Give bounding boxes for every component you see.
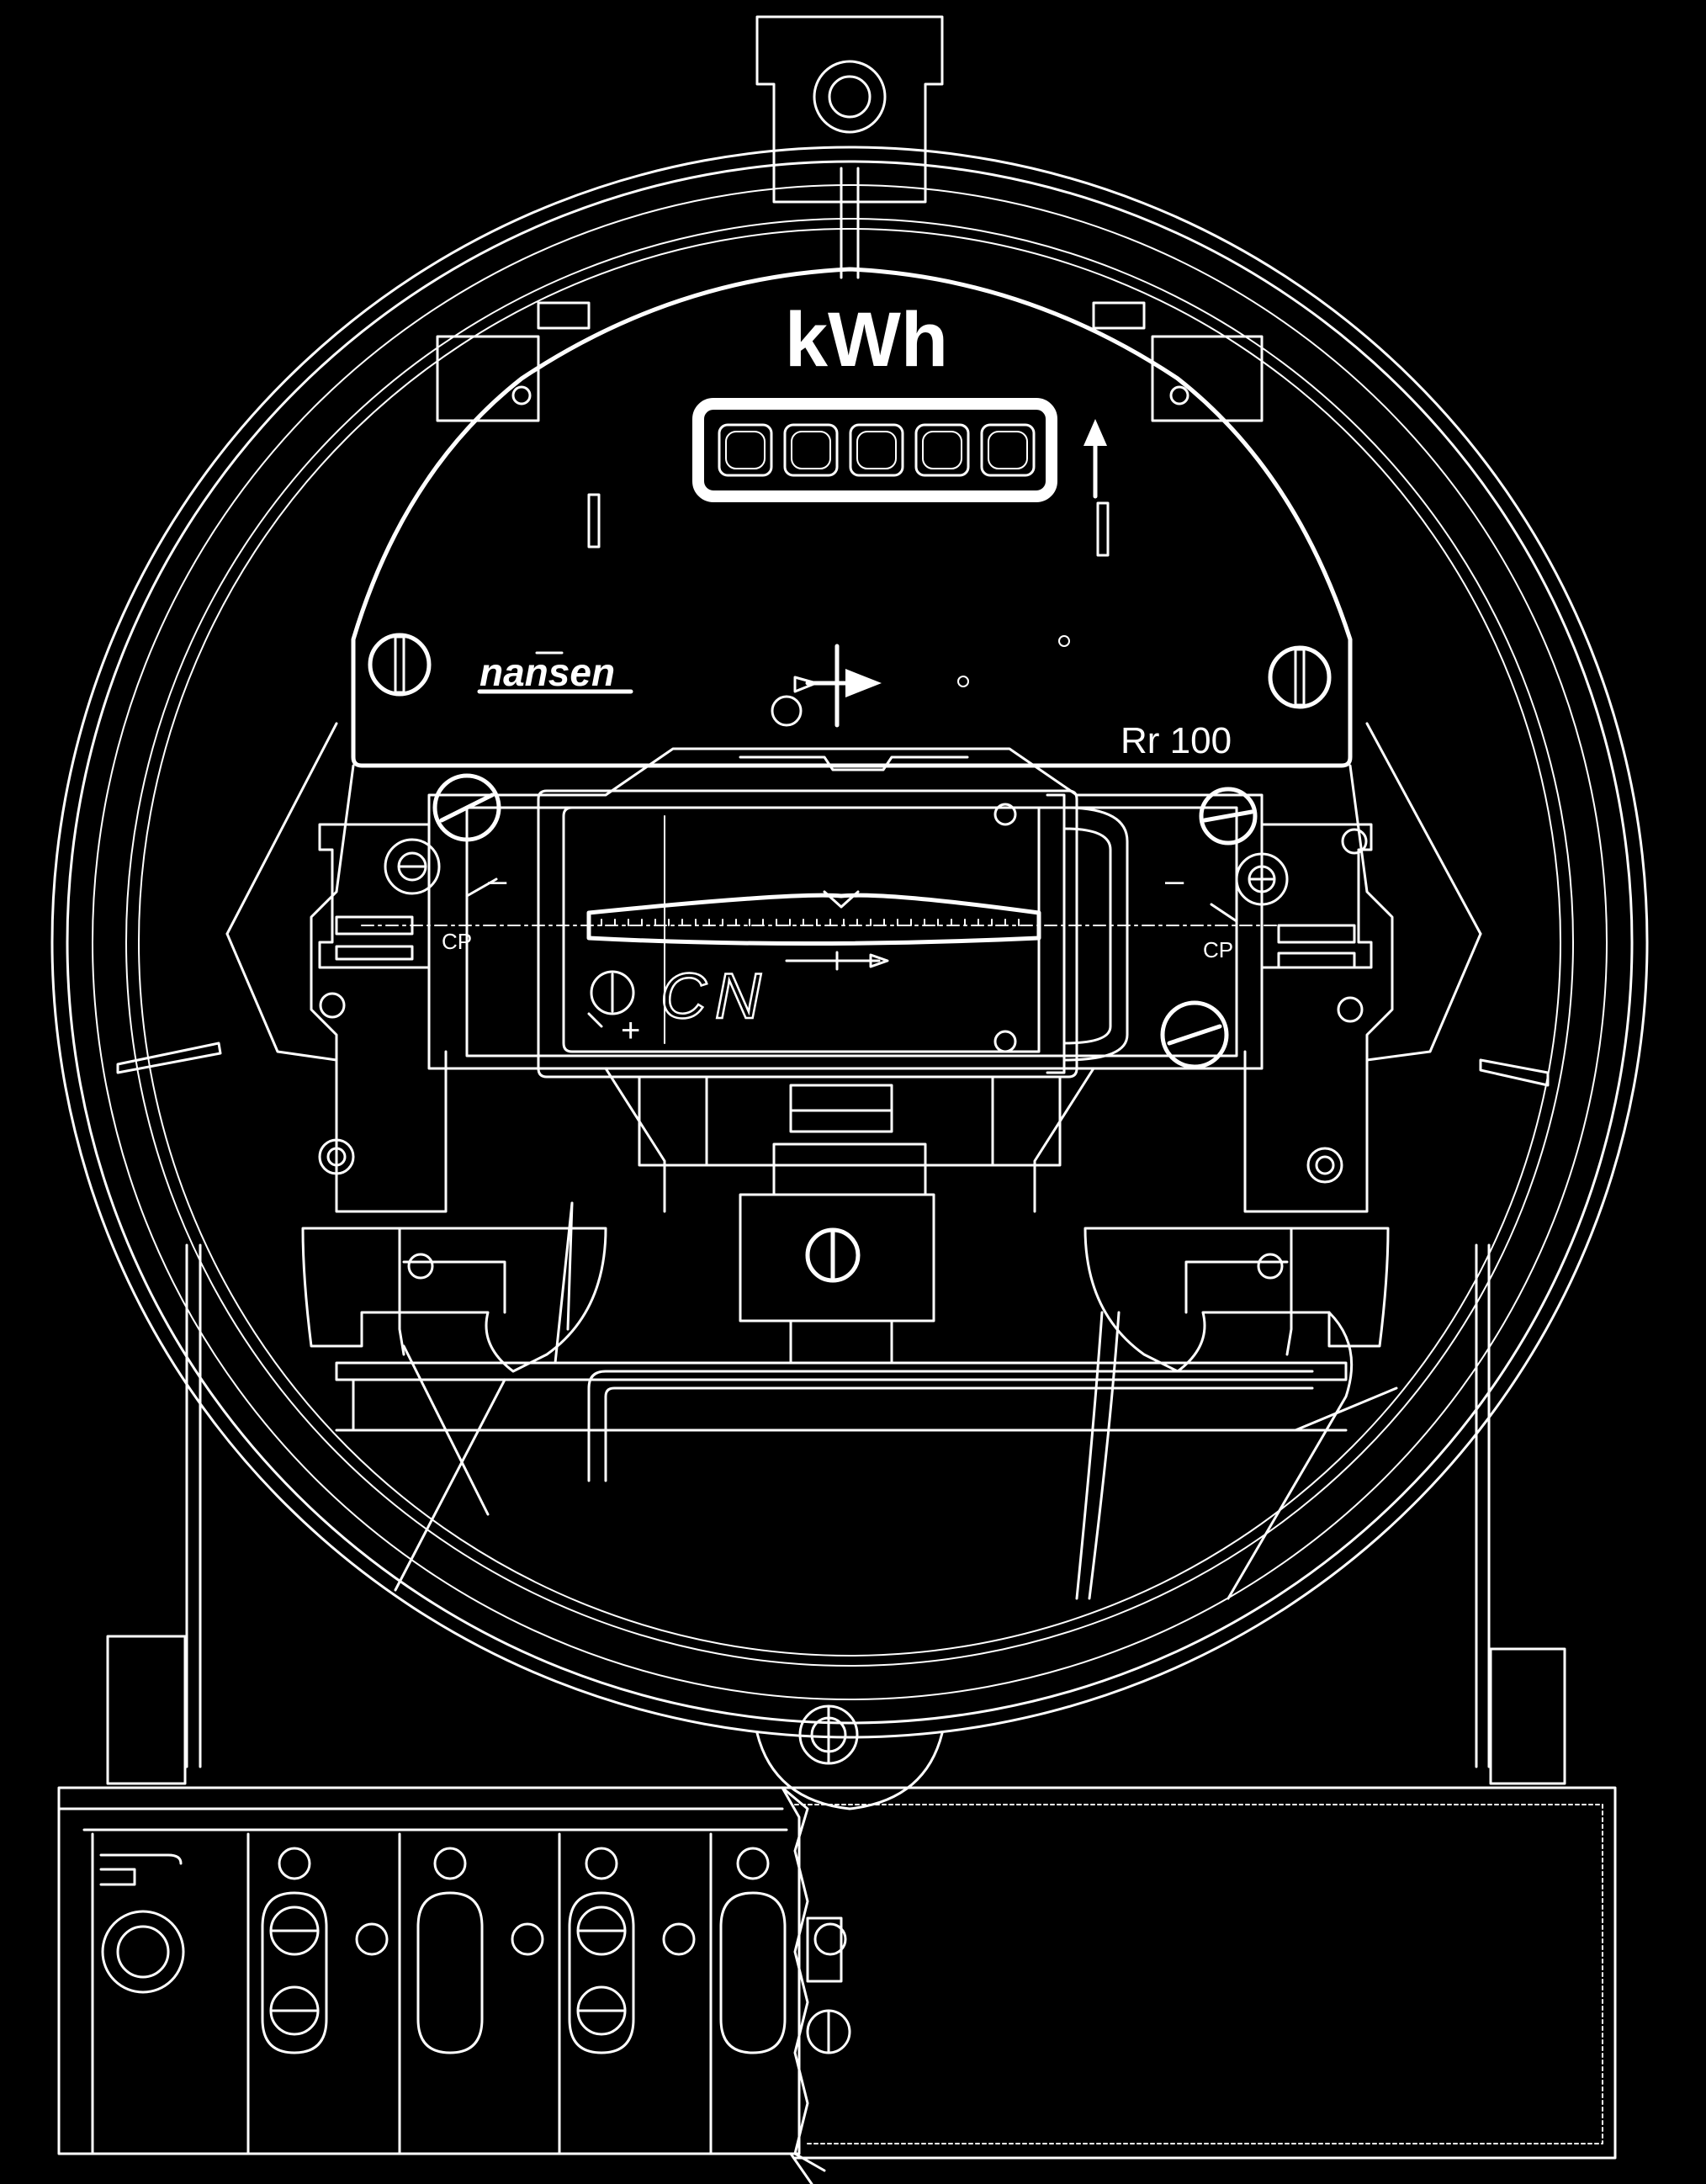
register-digit-wheel	[980, 423, 1036, 477]
screw-icon	[1337, 996, 1364, 1023]
right-coil-block: – CP	[1160, 787, 1373, 1184]
top-mounting-tab	[755, 15, 944, 279]
register-digit-wheel	[849, 423, 904, 477]
direction-arrow-icon	[793, 644, 882, 728]
meter-base	[106, 1243, 1566, 1785]
screw-icon	[319, 992, 346, 1019]
terminal-cover	[781, 1786, 1617, 2184]
slot-left	[587, 493, 601, 549]
screw-icon	[806, 2009, 851, 2054]
screw-icon	[432, 773, 501, 842]
rotation-arrow-icon	[785, 951, 889, 971]
terminal-screw-cell	[568, 1847, 696, 2054]
screw-icon	[368, 633, 432, 697]
bottom-mounting-lug	[755, 1704, 944, 1810]
up-arrow-icon	[1083, 419, 1107, 499]
screw-icon	[1199, 787, 1258, 846]
register-window	[692, 398, 1057, 502]
left-current-hook	[301, 1227, 607, 1373]
unit-label: kWh	[785, 297, 948, 383]
minus-sign-left: –	[488, 862, 507, 899]
terminal-screw-cell	[719, 1847, 847, 2054]
terminal-screw-cell	[261, 1847, 389, 2054]
cp-label-left: CP	[442, 929, 472, 954]
wiring	[335, 1201, 1398, 1600]
register-digit-wheel	[783, 423, 839, 477]
rotor-disc-window: + CN	[361, 789, 1347, 1079]
register-digit-wheel	[914, 423, 970, 477]
screw-icon	[805, 1227, 861, 1283]
screw-icon	[590, 970, 635, 1015]
lower-mechanism	[604, 1067, 1095, 1365]
model-label: Rr 100	[1121, 720, 1232, 761]
terminal-screw-cell	[416, 1847, 544, 2054]
plus-sign: +	[621, 1012, 640, 1049]
screw-icon	[1160, 1000, 1229, 1069]
glass-cover-ring	[50, 146, 1649, 1739]
screw-icon	[511, 385, 532, 406]
right-current-hook	[1083, 1227, 1390, 1373]
cp-label-right: CP	[1203, 937, 1233, 962]
screw-icon	[1341, 828, 1368, 855]
register-digit-wheel	[718, 423, 773, 477]
cn-label: CN	[660, 961, 770, 1032]
minus-sign-right: –	[1165, 862, 1184, 899]
nameplate: kWh nansen	[351, 267, 1353, 768]
screw-icon	[1169, 385, 1189, 406]
terminal-block	[57, 1786, 851, 2172]
screw-icon	[1268, 645, 1332, 709]
slot-right	[1096, 501, 1110, 557]
brand-logo-text: nansen	[479, 650, 615, 694]
left-coil-block: – CP	[318, 773, 507, 1175]
